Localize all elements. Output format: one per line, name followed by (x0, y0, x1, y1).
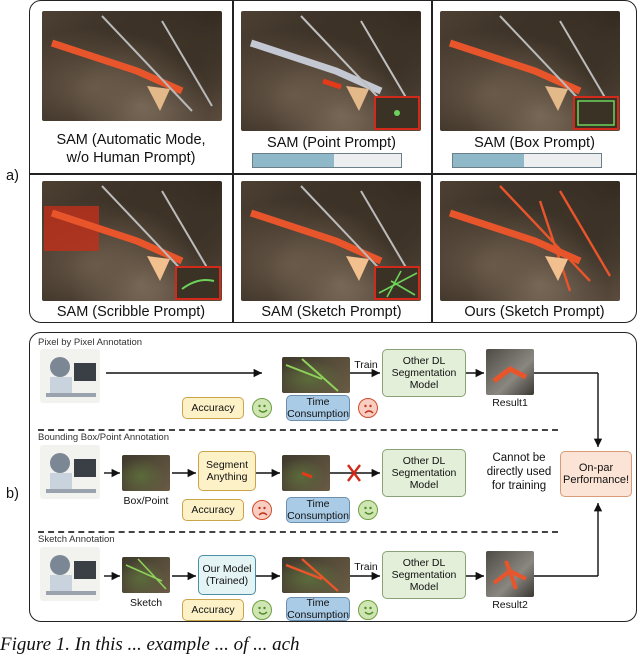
row-divider-2 (38, 531, 558, 533)
row1-annotation-thumb (282, 357, 350, 393)
row-divider-1 (38, 429, 558, 431)
box-progress-fill (453, 154, 524, 167)
row1-accuracy-happy-face-icon (252, 398, 272, 418)
row1-title: Pixel by Pixel Annotation (38, 337, 142, 348)
sam-automatic-image (42, 11, 222, 121)
ours-sketch-image (440, 181, 620, 301)
panel-b-label: b) (6, 486, 19, 502)
row3-result-label: Result2 (480, 599, 540, 611)
row2-title: Bounding Box/Point Annotation (38, 432, 169, 443)
caption-sam-automatic: SAM (Automatic Mode,w/o Human Prompt) (30, 131, 232, 167)
row2-sam-output-thumb (282, 455, 330, 491)
sam-sketch-image (241, 181, 421, 301)
panel-b: Pixel by Pixel Annotation Train Other DL… (29, 332, 637, 622)
row2-time-happy-face-icon (358, 500, 378, 520)
row2-accuracy-badge: Accuracy (182, 499, 244, 521)
caption-sam-scribble: SAM (Scribble Prompt) (30, 303, 232, 321)
panel-a: SAM (Automatic Mode,w/o Human Prompt) SA… (29, 0, 637, 323)
row3-time-happy-face-icon (358, 600, 378, 620)
panel-a-label: a) (6, 168, 19, 184)
row3-our-model-box: Our Model(Trained) (198, 555, 256, 595)
row1-result-image (486, 349, 534, 395)
figure-caption: Figure 1. In this ... example ... of ...… (0, 634, 300, 656)
row3-ours-output-thumb (282, 557, 350, 593)
row1-accuracy-badge: Accuracy (182, 397, 244, 419)
row3-result-image (486, 551, 534, 597)
row1-time-sad-face-icon (358, 398, 378, 418)
row3-sketch-thumb (122, 557, 170, 593)
caption-ours-sketch: Ours (Sketch Prompt) (431, 303, 637, 321)
point-prompt-progress (252, 153, 402, 168)
caption-sam-point: SAM (Point Prompt) (232, 134, 431, 152)
point-progress-fill (253, 154, 334, 167)
row2-box-point-label: Box/Point (116, 495, 176, 507)
row3-train-label: Train (348, 561, 384, 573)
box-prompt-progress (452, 153, 602, 168)
sam-point-image (241, 11, 421, 131)
annotator-illustration-2 (40, 445, 100, 499)
row3-title: Sketch Annotation (38, 534, 115, 545)
sam-scribble-image (42, 181, 222, 301)
caption-sam-box: SAM (Box Prompt) (431, 134, 637, 152)
row1-train-label: Train (348, 359, 384, 371)
annotator-illustration-1 (40, 349, 100, 403)
row3-accuracy-happy-face-icon (252, 600, 272, 620)
row2-accuracy-sad-face-icon (252, 500, 272, 520)
row3-sketch-label: Sketch (116, 597, 176, 609)
row3-accuracy-badge: Accuracy (182, 599, 244, 621)
annotator-illustration-3 (40, 547, 100, 601)
caption-sam-sketch: SAM (Sketch Prompt) (232, 303, 431, 321)
sam-box-image (440, 11, 620, 131)
row1-result-label: Result1 (480, 397, 540, 409)
row2-input-thumb (122, 455, 170, 491)
